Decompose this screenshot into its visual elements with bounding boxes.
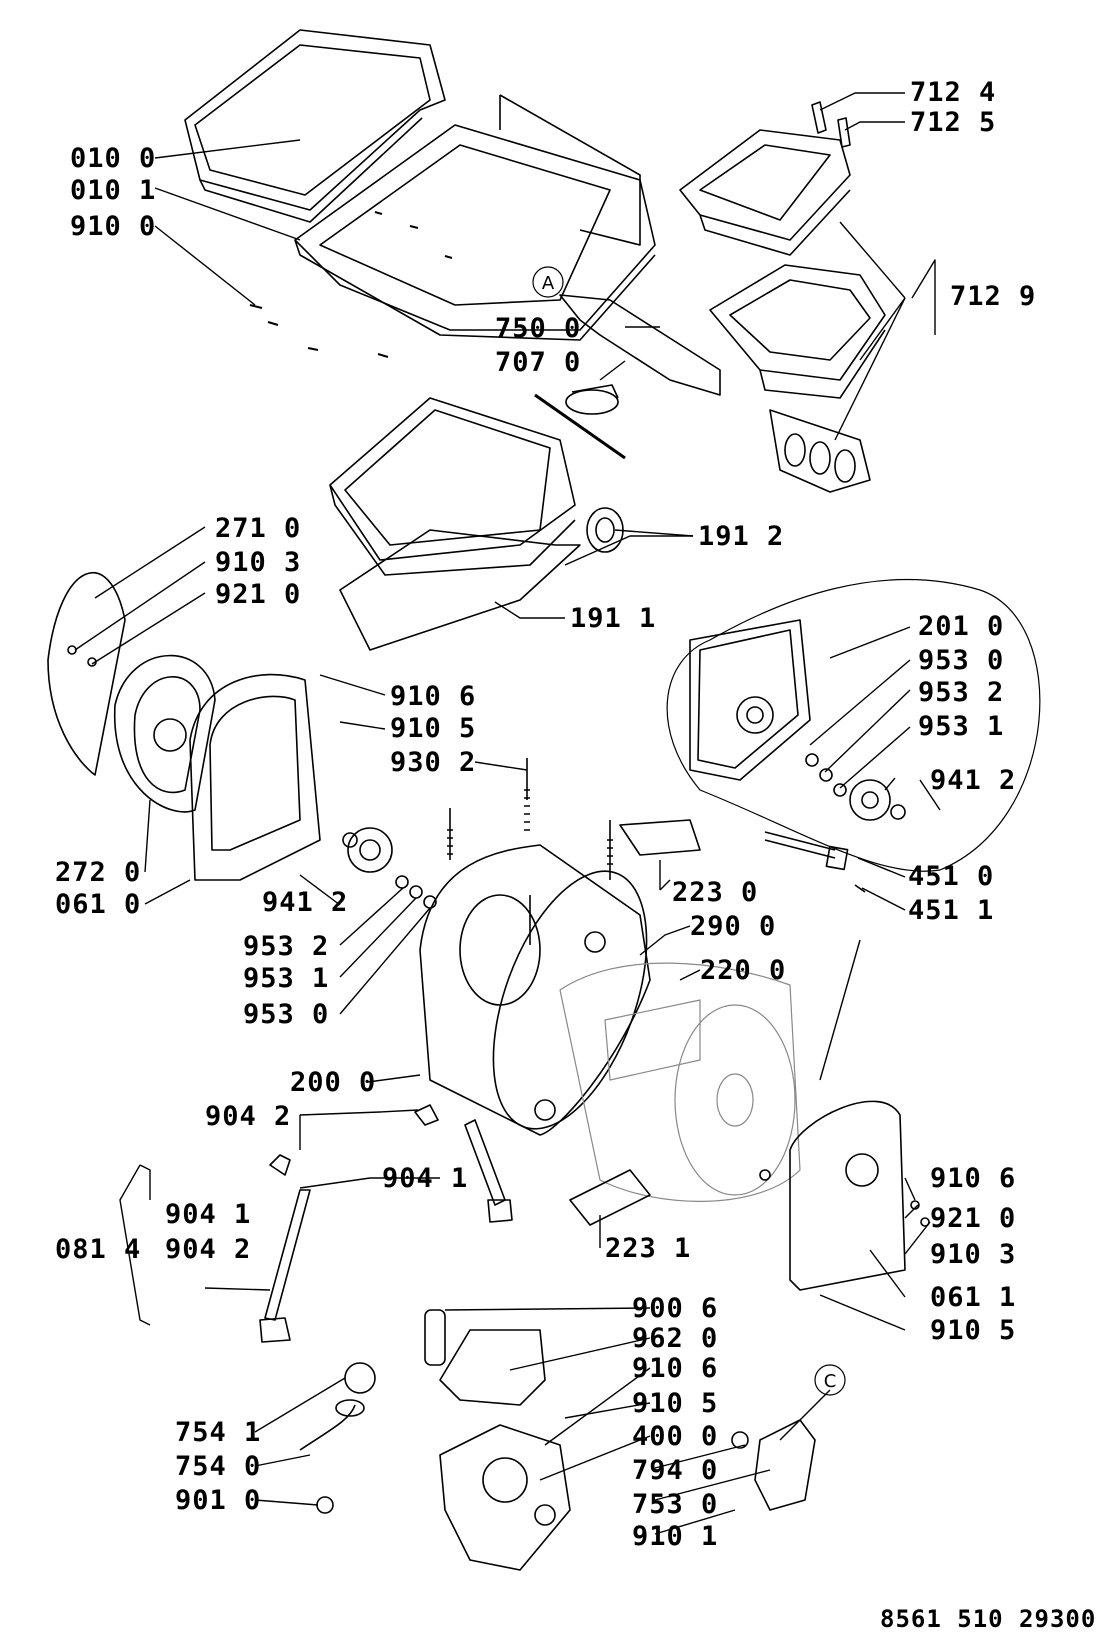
left-side-cover	[47, 572, 126, 776]
label-953-1-right: 953 1	[918, 711, 1005, 742]
label-794-0: 794 0	[632, 1455, 719, 1486]
drain-hose	[299, 1399, 365, 1451]
marker-a-label: A	[542, 273, 555, 294]
label-953-2-right: 953 2	[918, 677, 1005, 708]
label-910-6-bottom: 910 6	[632, 1353, 719, 1384]
label-910-1: 910 1	[632, 1521, 719, 1552]
label-707-0: 707 0	[495, 347, 582, 378]
shock-absorbers	[259, 1104, 513, 1343]
label-223-0: 223 0	[672, 877, 759, 908]
label-400-0: 400 0	[632, 1421, 719, 1452]
label-930-2: 930 2	[390, 747, 477, 778]
ring-794-0	[731, 1431, 749, 1449]
label-010-0: 010 0	[70, 143, 157, 174]
label-941-2-left: 941 2	[262, 887, 349, 918]
dispenser-housing	[709, 264, 886, 399]
label-191-2: 191 2	[698, 521, 785, 552]
pressure-switch	[565, 384, 619, 415]
pump-guard	[439, 1329, 546, 1406]
marker-a: A	[532, 266, 564, 298]
heating-element	[764, 831, 866, 893]
label-061-1: 061 1	[930, 1282, 1017, 1313]
label-921-0-left: 921 0	[215, 579, 302, 610]
label-081-4: 081 4	[55, 1234, 142, 1265]
label-910-3-left: 910 3	[215, 547, 302, 578]
label-910-5-mid: 910 5	[390, 713, 477, 744]
top-frame	[294, 94, 656, 341]
label-223-1: 223 1	[605, 1233, 692, 1264]
lower-water-channel	[569, 1169, 651, 1226]
screws-top	[249, 211, 453, 358]
label-953-2-left: 953 2	[243, 931, 330, 962]
label-962-0: 962 0	[632, 1323, 719, 1354]
label-010-1: 010 1	[70, 175, 157, 206]
label-910-6-mid: 910 6	[390, 681, 477, 712]
lid-frame	[329, 397, 581, 651]
document-number: 8561 510 29300	[880, 1605, 1097, 1633]
top-cover-tray	[184, 29, 446, 223]
drain-pump	[439, 1424, 571, 1571]
label-451-0: 451 0	[908, 861, 995, 892]
label-201-0: 201 0	[918, 611, 1005, 642]
clamp-901-0	[316, 1496, 334, 1514]
label-191-1: 191 1	[570, 603, 657, 634]
label-272-0: 272 0	[55, 857, 142, 888]
label-910-5-bottom: 910 5	[632, 1388, 719, 1419]
inner-drum	[559, 962, 801, 1202]
label-921-0-right: 921 0	[930, 1203, 1017, 1234]
label-901-0: 901 0	[175, 1485, 262, 1516]
connecting-rod	[534, 393, 626, 460]
label-712-5: 712 5	[910, 107, 997, 138]
label-754-1: 754 1	[175, 1417, 262, 1448]
label-904-2-group: 904 2	[165, 1234, 252, 1265]
springs	[447, 758, 613, 945]
dispenser-pins	[811, 101, 851, 148]
dispenser-drawer-top	[679, 129, 851, 256]
water-channel	[619, 819, 701, 856]
left-bearing-set	[342, 827, 393, 873]
label-900-6: 900 6	[632, 1293, 719, 1324]
label-750-0: 750 0	[495, 313, 582, 344]
seal-rings-left	[395, 875, 437, 909]
outer-tub	[419, 844, 651, 1136]
support-bracket	[559, 294, 721, 396]
label-712-9: 712 9	[950, 281, 1037, 312]
right-flange	[759, 1100, 930, 1291]
label-753-0: 753 0	[632, 1489, 719, 1520]
label-712-4: 712 4	[910, 77, 997, 108]
label-910-5-right: 910 5	[930, 1315, 1017, 1346]
bearing-plate	[114, 654, 216, 813]
motor-module	[754, 1419, 816, 1511]
right-sub-assembly-outline	[666, 579, 1041, 872]
rear-flange	[689, 619, 811, 781]
label-200-0: 200 0	[290, 1067, 377, 1098]
label-953-1-left: 953 1	[243, 963, 330, 994]
label-904-2-top: 904 2	[205, 1101, 292, 1132]
marker-c-label: C	[824, 1371, 837, 1392]
label-941-2-right: 941 2	[930, 765, 1017, 796]
balloon-b	[344, 1362, 376, 1394]
label-220-0: 220 0	[700, 955, 787, 986]
filter-cap	[424, 1309, 446, 1366]
label-910-3-right: 910 3	[930, 1239, 1017, 1270]
leader-lines	[74, 92, 941, 1535]
screw-910-3	[67, 645, 77, 655]
label-451-1: 451 1	[908, 895, 995, 926]
label-953-0-left: 953 0	[243, 999, 330, 1030]
label-271-0: 271 0	[215, 513, 302, 544]
right-bearing-set	[849, 779, 906, 821]
label-910-0-top: 910 0	[70, 211, 157, 242]
label-904-1-group: 904 1	[165, 1199, 252, 1230]
label-904-1-top: 904 1	[382, 1163, 469, 1194]
label-910-6-right: 910 6	[930, 1163, 1017, 1194]
label-754-0: 754 0	[175, 1451, 262, 1482]
label-953-0-right: 953 0	[918, 645, 1005, 676]
left-flange	[189, 673, 321, 881]
seal-rings-right	[805, 753, 847, 797]
marker-c: C	[814, 1364, 846, 1396]
dispenser-siphon	[769, 409, 871, 493]
label-061-0: 061 0	[55, 889, 142, 920]
label-290-0: 290 0	[690, 911, 777, 942]
